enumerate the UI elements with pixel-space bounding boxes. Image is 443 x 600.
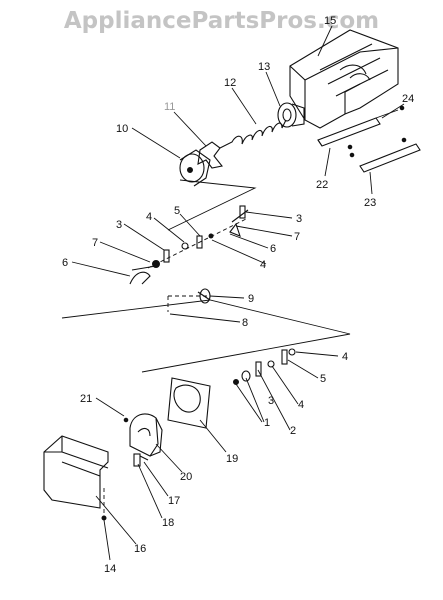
callout-21: 21: [80, 393, 92, 405]
upper-shaft-parts[interactable]: [129, 205, 249, 285]
callout-3-lower: 3: [268, 395, 274, 407]
callout-6-upper-left: 6: [62, 257, 68, 269]
callout-7-upper-right: 7: [294, 231, 300, 243]
callout-4-lower: 4: [298, 399, 304, 411]
callout-4-upper-right: 4: [260, 259, 266, 271]
callout-6-upper-right: 6: [270, 243, 276, 255]
callout-1: 1: [264, 417, 270, 429]
callout-9: 9: [248, 293, 254, 305]
crusher-housing[interactable]: [123, 413, 163, 457]
callout-labels: 15 13 12 11 10 24 22 23 3 7 6 4 5 4 3 7 …: [62, 15, 414, 575]
callout-14: 14: [104, 563, 116, 575]
callout-3-upper-left: 3: [116, 219, 122, 231]
callout-2: 2: [290, 425, 296, 437]
assembly-guide-upper: [61, 179, 351, 373]
callout-15: 15: [324, 15, 336, 27]
ice-bucket[interactable]: [289, 29, 399, 129]
callout-13: 13: [258, 61, 270, 73]
callout-18: 18: [162, 517, 174, 529]
auger-drum[interactable]: [179, 149, 211, 187]
callout-24: 24: [402, 93, 414, 105]
callout-23: 23: [364, 197, 376, 209]
bracket[interactable]: [133, 453, 149, 467]
shelf-rail-upper[interactable]: [317, 117, 381, 147]
leader-lines: [71, 25, 405, 561]
lower-shaft-parts[interactable]: [233, 348, 296, 385]
callout-10: 10: [116, 123, 128, 135]
callout-12: 12: [224, 77, 236, 89]
rail-screws: [347, 105, 407, 158]
auger-spring[interactable]: [219, 119, 287, 149]
front-cover[interactable]: [43, 435, 109, 509]
callout-17: 17: [168, 495, 180, 507]
callout-5-upper: 5: [174, 205, 180, 217]
callout-3-upper-right: 3: [296, 213, 302, 225]
callout-5-lower: 5: [320, 373, 326, 385]
callout-16: 16: [134, 543, 146, 555]
auger-bearing[interactable]: [277, 102, 305, 128]
callout-22: 22: [316, 179, 328, 191]
shelf-rail-lower[interactable]: [359, 143, 421, 173]
callout-4-upper: 4: [146, 211, 152, 223]
crusher-blade[interactable]: [197, 141, 223, 169]
callout-11: 11: [164, 101, 175, 113]
callout-19: 19: [226, 453, 238, 465]
watermark: AppliancePartsPros.com: [63, 8, 380, 34]
callout-7-upper-left: 7: [92, 237, 98, 249]
callout-20: 20: [180, 471, 192, 483]
callout-8: 8: [242, 317, 248, 329]
callout-4-lower-right: 4: [342, 351, 348, 363]
gasket-plate[interactable]: [167, 377, 211, 429]
